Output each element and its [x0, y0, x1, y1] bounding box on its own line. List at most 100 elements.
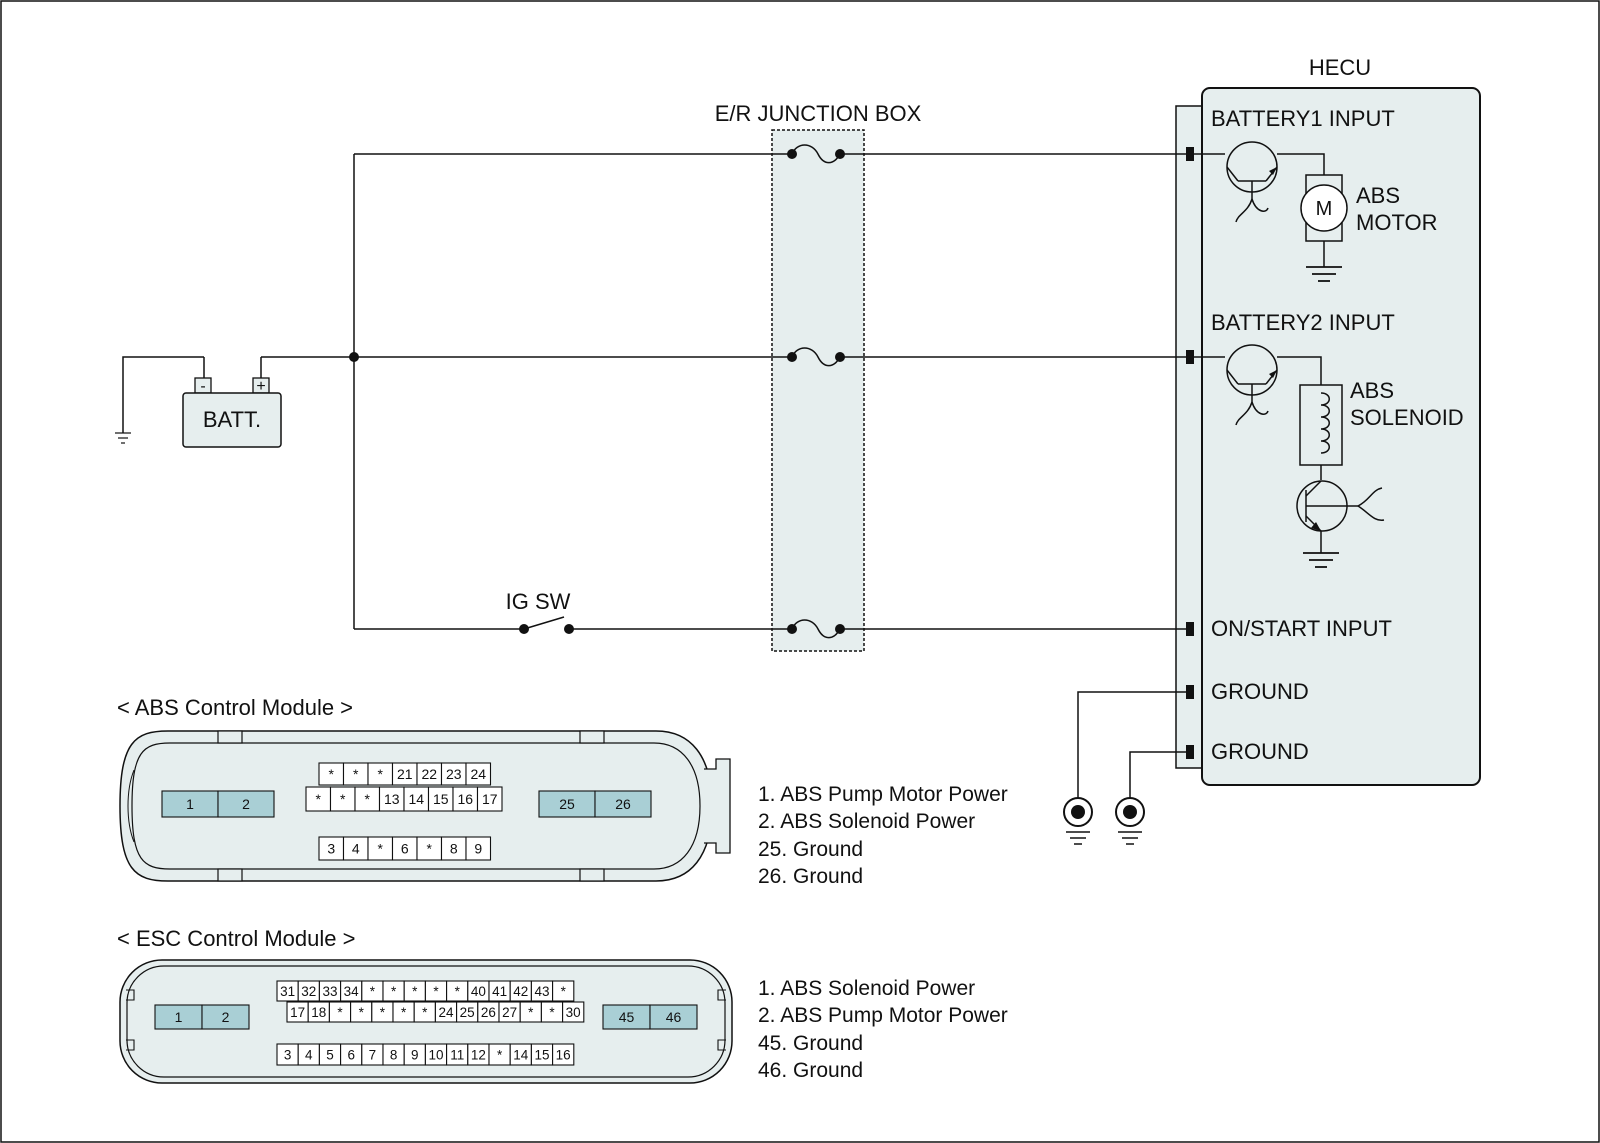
esc-row2-pin-7: 24	[438, 1005, 454, 1020]
ground2-wire	[1129, 751, 1186, 798]
ground1-wire	[1077, 691, 1186, 798]
abs-row2-pin-7: 17	[482, 791, 498, 807]
esc-row3-pin-10: *	[497, 1048, 503, 1063]
esc-row3-pin-7: 10	[428, 1048, 443, 1063]
abs-row2-pin-5: 15	[433, 791, 449, 807]
battery-plus-sign: +	[256, 378, 265, 395]
esc-row1-pin-1: 32	[301, 984, 316, 999]
esc-row1-pin-6: *	[412, 984, 418, 999]
abs-row1-pin-2: *	[378, 766, 384, 782]
abs-legend-2: 2. ABS Solenoid Power	[758, 810, 975, 833]
abs-row1-pin-1: *	[353, 766, 359, 782]
battery2-input-label: BATTERY2 INPUT	[1211, 310, 1395, 335]
esc-legend-3: 45. Ground	[758, 1032, 863, 1055]
esc-row1-pin-13-box	[552, 980, 575, 1002]
esc-legend-1: 1. ABS Solenoid Power	[758, 977, 975, 1000]
battery-ground-icon	[115, 432, 131, 444]
abs-left-pin-1: 2	[242, 796, 250, 812]
esc-row2-pin-10: 27	[502, 1005, 517, 1020]
fuse-1-icon	[772, 144, 864, 164]
abs-row2-pin-7-box	[476, 786, 503, 812]
esc-left-pin-0: 1	[175, 1009, 183, 1025]
esc-row3-pin-13-box	[552, 1043, 575, 1066]
esc-row2-pin-2: *	[337, 1005, 343, 1020]
abs-row2-pin-2-box	[354, 786, 381, 812]
esc-row2-pin-3: *	[359, 1005, 365, 1020]
hecu-title: HECU	[1309, 55, 1371, 80]
abs-row3-pin-6: 9	[474, 841, 482, 857]
on-start-input-label: ON/START INPUT	[1211, 616, 1392, 641]
ig-switch-icon	[523, 616, 565, 630]
esc-row2-pin-4: *	[380, 1005, 386, 1020]
esc-row1-pin-7: *	[433, 984, 439, 999]
esc-row3-pin-11: 14	[513, 1048, 529, 1063]
esc-row1-pin-3: 34	[344, 984, 360, 999]
hecu-pin-ground1	[1186, 685, 1194, 699]
esc-left-pin-0-box	[154, 1004, 203, 1030]
abs-row2-pin-6: 16	[457, 791, 473, 807]
abs-row1-pin-0: *	[329, 766, 335, 782]
fuse-2-icon	[772, 347, 864, 367]
abs-row3-pin-1: 4	[352, 841, 360, 857]
esc-row2-pin-6: *	[422, 1005, 428, 1020]
solenoid-housing	[1299, 384, 1343, 466]
hecu-pin-battery2	[1186, 350, 1194, 364]
esc-row1-pin-11: 42	[513, 984, 528, 999]
esc-row3-pin-5: 8	[390, 1048, 398, 1063]
abs-right-pin-0: 25	[559, 796, 575, 812]
esc-row3-pin-8: 11	[450, 1048, 464, 1063]
abs-row1-pin-6-box	[465, 762, 492, 786]
esc-row2-pin-0: 17	[290, 1005, 305, 1020]
abs-left-pin-0-box	[161, 790, 219, 818]
esc-row2-pin-12: *	[549, 1005, 555, 1020]
abs-solenoid-label-1: ABS	[1350, 378, 1394, 403]
battery-label: BATT.	[203, 407, 261, 432]
ground2-label: GROUND	[1211, 739, 1309, 764]
battery-icon	[182, 392, 282, 448]
esc-row2-pin-8: 25	[460, 1005, 475, 1020]
abs-row3-pin-0: 3	[327, 841, 335, 857]
esc-row1-pin-2: 33	[322, 984, 337, 999]
abs-row2-pin-4: 14	[408, 791, 424, 807]
abs-row3-pin-5: 8	[450, 841, 458, 857]
chassis-ground-2-icon	[1115, 797, 1145, 845]
esc-legend-2: 2. ABS Pump Motor Power	[758, 1004, 1008, 1027]
esc-row1-pin-4: *	[370, 984, 376, 999]
esc-right-pin-0-box	[602, 1004, 651, 1030]
abs-row2-pin-1-box	[329, 786, 356, 812]
fuse-3-icon	[772, 619, 864, 639]
abs-row2-pin-1: *	[340, 791, 346, 807]
chassis-ground-1-icon	[1063, 797, 1093, 845]
abs-right-pin-1-box	[594, 790, 652, 818]
hecu-connector-strip	[1175, 105, 1203, 769]
abs-row3-pin-6-box	[465, 836, 492, 861]
esc-row3-pin-12: 15	[534, 1048, 549, 1063]
esc-row3-pin-0: 3	[284, 1048, 292, 1063]
esc-row3-pin-4: 7	[369, 1048, 377, 1063]
esc-row2-pin-13-box	[562, 1001, 585, 1023]
abs-legend-1: 1. ABS Pump Motor Power	[758, 783, 1008, 806]
abs-legend-4: 26. Ground	[758, 865, 863, 888]
esc-right-pin-0: 45	[619, 1009, 635, 1025]
abs-row3-pin-3: 6	[401, 841, 409, 857]
abs-left-pin-1-box	[217, 790, 275, 818]
esc-module-title: < ESC Control Module >	[117, 926, 355, 951]
esc-right-pin-1-box	[649, 1004, 698, 1030]
esc-row1-pin-10: 41	[492, 984, 507, 999]
esc-row3-pin-9: 12	[471, 1048, 486, 1063]
abs-legend-3: 25. Ground	[758, 838, 863, 861]
junction-box	[771, 129, 865, 652]
abs-row2-pin-3: 13	[384, 791, 400, 807]
hecu-pin-on-start	[1186, 622, 1194, 636]
esc-row3-pin-2: 5	[326, 1048, 334, 1063]
hecu-pin-ground2	[1186, 745, 1194, 759]
esc-legend: 1. ABS Solenoid Power 2. ABS Pump Motor …	[758, 977, 1008, 1082]
abs-solenoid-label-2: SOLENOID	[1350, 405, 1464, 430]
esc-left-pin-1-box	[201, 1004, 250, 1030]
abs-motor-label-1: ABS	[1356, 183, 1400, 208]
esc-row1-pin-8: *	[455, 984, 461, 999]
esc-left-pin-1: 2	[222, 1009, 230, 1025]
ground1-label: GROUND	[1211, 679, 1309, 704]
motor-symbol: M	[1316, 198, 1333, 220]
esc-row2-pin-1: 18	[311, 1005, 326, 1020]
